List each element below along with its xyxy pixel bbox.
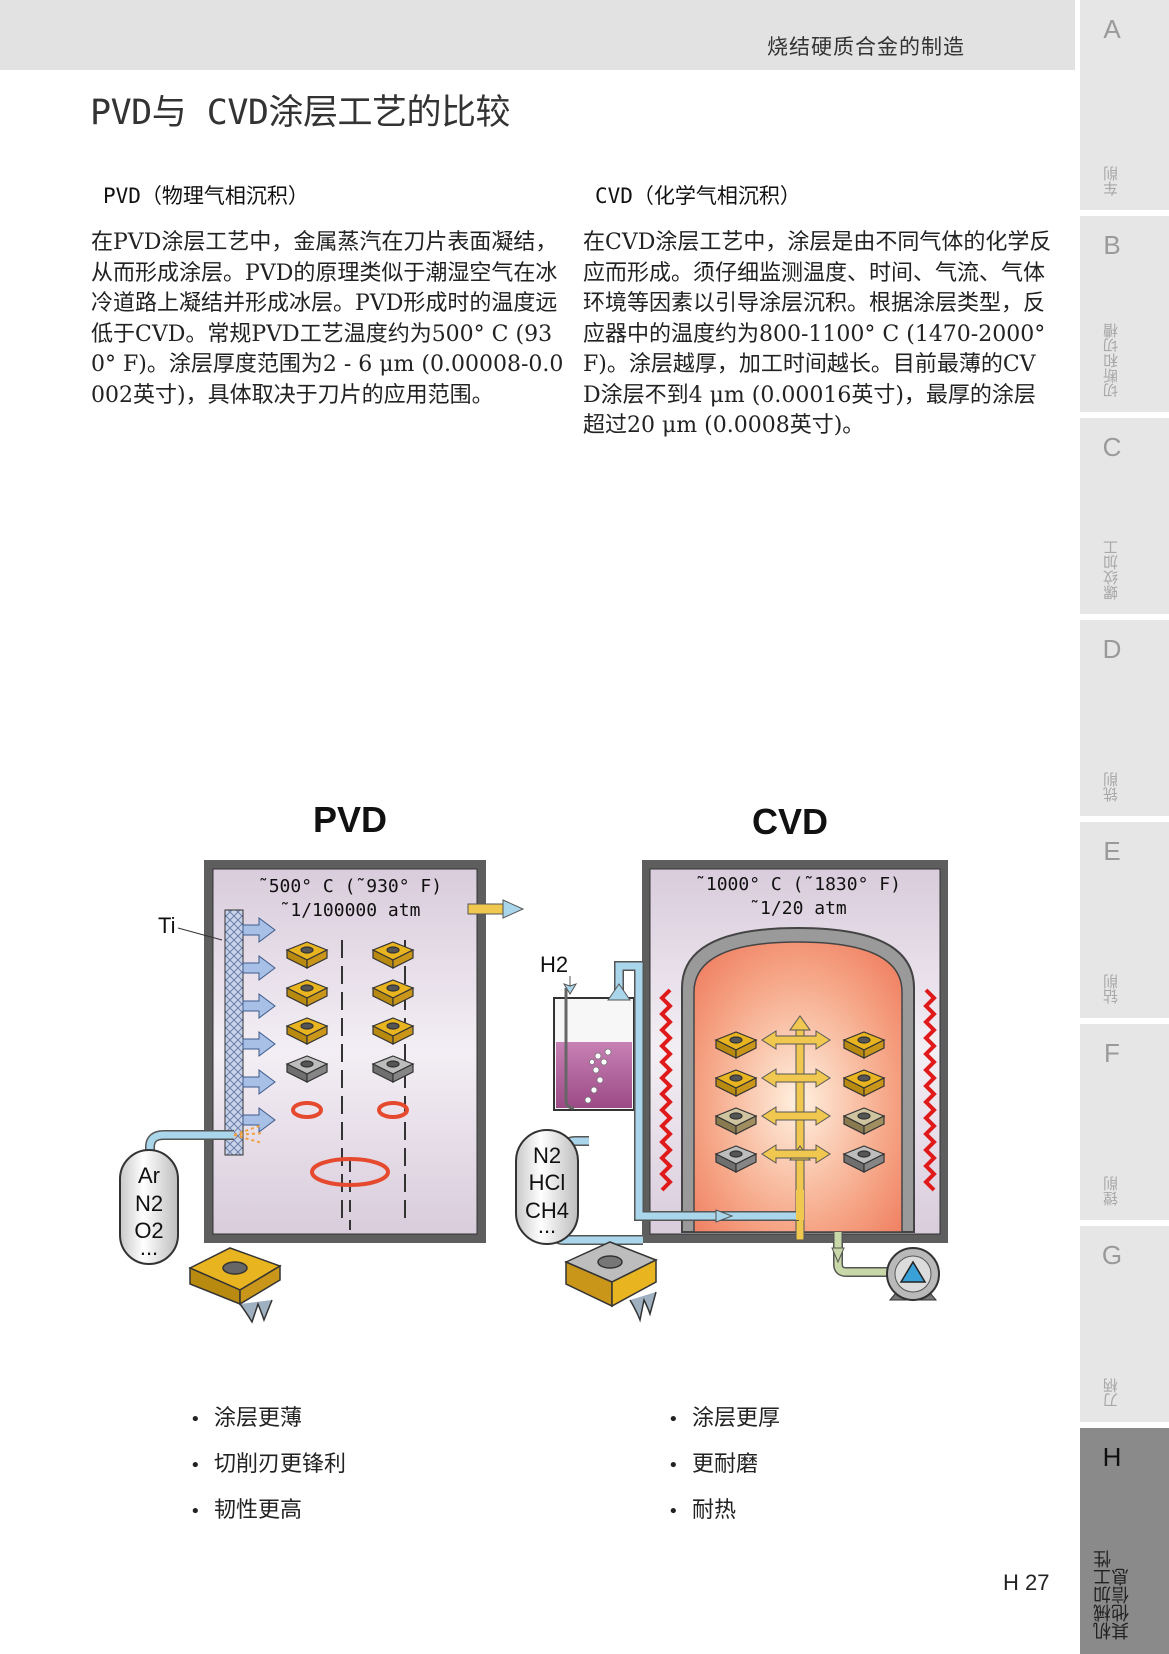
- vapor-arrows: [242, 917, 276, 1133]
- section-title: 烧结硬质合金的制造: [767, 35, 965, 59]
- rotation-arrows: [291, 1101, 409, 1187]
- pvd-pressure: ˜1/100000 atm: [280, 900, 421, 921]
- pvd-benefit-item: 切削刃更锋利: [190, 1446, 346, 1492]
- tab-letter: D: [1102, 634, 1122, 664]
- cvd-pressure: ˜1/20 atm: [749, 898, 847, 919]
- cvd-paragraph: 在CVD涂层工艺中，涂层是由不同气体的化学反应而形成。须仔细监测温度、时间、气流…: [583, 230, 1052, 438]
- diagram-svg: PVD ˜500° C (˜930° F) ˜1/100000 atm Ti: [119, 799, 948, 1324]
- tab-letter: G: [1101, 1240, 1123, 1270]
- tab-b[interactable]: B 切断和切槽: [1080, 216, 1169, 412]
- tab-label: 镗削: [1102, 1176, 1120, 1206]
- vacuum-pump: [886, 1247, 940, 1301]
- tab-e[interactable]: E 钻削: [1080, 822, 1169, 1018]
- tab-d[interactable]: D 铣削: [1080, 620, 1169, 816]
- cvd-benefits-list: 涂层更厚 更耐磨 耐热: [668, 1400, 780, 1538]
- cvd-diagram-title: CVD: [752, 801, 828, 842]
- tab-letter: A: [1103, 14, 1121, 44]
- pvd-text-block: PVD（物理气相沉积） 在PVD涂层工艺中，金属蒸汽在刀片表面凝结，从而形成涂层…: [91, 180, 566, 411]
- tab-letter: E: [1103, 836, 1121, 866]
- cvd-benefit-item: 耐热: [668, 1492, 780, 1538]
- cvd-heading: CVD（化学气相沉积）: [595, 184, 801, 208]
- pvd-diagram-title: PVD: [313, 800, 387, 840]
- tab-letter: B: [1103, 230, 1121, 260]
- tab-letter: C: [1102, 432, 1122, 462]
- pvd-gas-labels: Ar N2 O2 ...: [134, 1163, 163, 1260]
- cvd-gas-3: CH4: [525, 1198, 569, 1223]
- tab-label: 机械加工性 其他信息: [1093, 1550, 1132, 1640]
- pvd-gas-3: O2: [134, 1218, 163, 1243]
- pvd-temperature: ˜500° C (˜930° F): [258, 876, 442, 897]
- pvd-heading: PVD（物理气相沉积）: [103, 184, 309, 208]
- pvd-gas-1: Ar: [138, 1163, 160, 1188]
- cvd-temperature: ˜1000° C (˜1830° F): [695, 874, 901, 895]
- tab-label: 切断和切槽: [1102, 323, 1120, 398]
- tab-h[interactable]: H 机械加工性 其他信息: [1080, 1428, 1169, 1654]
- pvd-outlet-arrow: [467, 899, 525, 919]
- header-bar: 烧结硬质合金的制造: [0, 0, 1075, 70]
- cvd-gas-4: ...: [538, 1213, 556, 1238]
- heater-coils: [659, 988, 937, 1192]
- tab-f[interactable]: F 镗削: [1080, 1024, 1169, 1220]
- tab-label: 钻削: [1102, 974, 1120, 1004]
- pvd-sample-insert: [188, 1247, 282, 1324]
- pvd-paragraph: 在PVD涂层工艺中，金属蒸汽在刀片表面凝结，从而形成涂层。PVD的原理类似于潮湿…: [91, 230, 564, 408]
- page-number: H 27: [1003, 1570, 1050, 1595]
- cvd-benefit-item: 涂层更厚: [668, 1400, 780, 1446]
- pvd-gas-2: N2: [135, 1191, 163, 1216]
- tab-c[interactable]: C 螺纹加工: [1080, 418, 1169, 614]
- tab-label: 车削: [1102, 166, 1120, 196]
- chapter-tabs: A 车削 B 切断和切槽 C 螺纹加工 D 铣削 E 钻削 F 镗削 G 刀柄 …: [1080, 0, 1169, 1654]
- cvd-gas-labels: N2 HCl CH4 ...: [525, 1143, 569, 1238]
- pvd-inserts: [285, 941, 415, 1083]
- h2-label: H2: [540, 952, 568, 977]
- pvd-benefit-item: 韧性更高: [190, 1492, 346, 1538]
- page-title: PVD与 CVD涂层工艺的比较: [90, 93, 511, 133]
- cvd-gas-1: N2: [533, 1143, 561, 1168]
- tab-a[interactable]: A 车削: [1080, 0, 1169, 210]
- pvd-benefit-item: 涂层更薄: [190, 1400, 346, 1446]
- pvd-gas-tank: [119, 1149, 179, 1265]
- pvd-benefits-list: 涂层更薄 切削刃更锋利 韧性更高: [190, 1400, 346, 1538]
- tab-label: 铣削: [1102, 772, 1120, 802]
- tab-letter: F: [1104, 1038, 1120, 1068]
- cvd-gas-tank: [515, 1129, 579, 1245]
- tab-g[interactable]: G 刀柄: [1080, 1226, 1169, 1422]
- cvd-text-block: CVD（化学气相沉积） 在CVD涂层工艺中，涂层是由不同气体的化学反应而形成。须…: [583, 180, 1053, 442]
- ti-label: Ti: [158, 913, 176, 938]
- pvd-gas-4: ...: [140, 1235, 158, 1260]
- cvd-benefit-item: 更耐磨: [668, 1446, 780, 1492]
- cvd-gas-flow: [761, 1015, 831, 1241]
- tab-label: 刀柄: [1102, 1378, 1120, 1408]
- cvd-sample-insert: [564, 1241, 658, 1323]
- tab-letter: H: [1102, 1442, 1122, 1472]
- cvd-gas-2: HCl: [529, 1170, 566, 1195]
- ti-target: [224, 909, 244, 1156]
- coating-process-diagram: PVD ˜500° C (˜930° F) ˜1/100000 atm Ti: [110, 799, 1010, 1364]
- cvd-inserts: [714, 1031, 886, 1173]
- tab-label: 螺纹加工: [1102, 540, 1120, 600]
